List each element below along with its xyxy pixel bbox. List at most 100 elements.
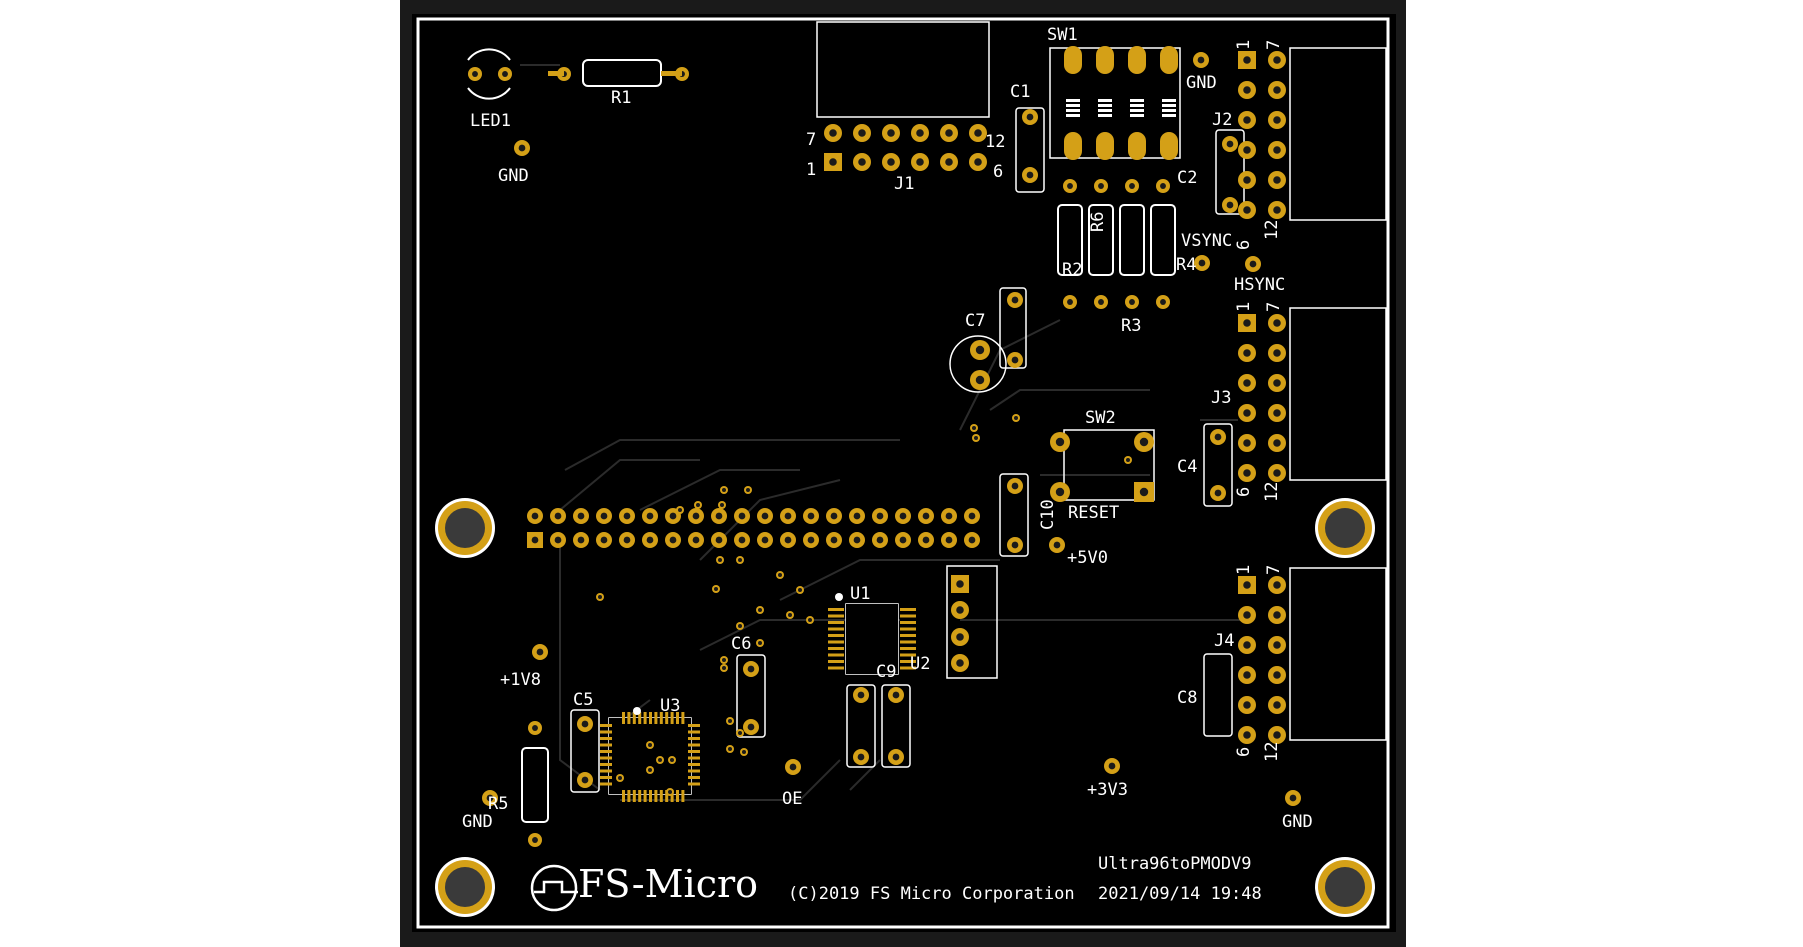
- j3-left-0-hole: [1243, 319, 1251, 327]
- c6-label: C6: [731, 634, 752, 654]
- u1-pin-right-9: [900, 666, 916, 670]
- u1-pin-left-7: [828, 653, 844, 657]
- j5-pin-3-hole: [956, 633, 964, 641]
- c9-pad-2-hole: [857, 753, 865, 761]
- main-header-top-17-hole: [922, 512, 930, 520]
- sw1-switch-line-3-2: [1162, 109, 1176, 112]
- rarray-top-0-hole: [1067, 183, 1073, 189]
- plus1v8-label: +1V8: [500, 670, 541, 690]
- u3-pin-top-6: [654, 712, 658, 724]
- j3-right-2-hole: [1273, 379, 1281, 387]
- via-0-hole: [722, 488, 726, 492]
- c11-pad-2-hole: [892, 753, 900, 761]
- via-5-hole: [598, 595, 602, 599]
- sw2-pad-3-hole: [1055, 487, 1065, 497]
- c7-label: C7: [965, 311, 986, 331]
- mount-hole-bottom-right-hole: [1325, 867, 1365, 907]
- j3-pin7-label: 7: [1264, 301, 1284, 312]
- j2-pin1-label: 1: [1234, 39, 1254, 50]
- via-8-hole: [758, 641, 762, 645]
- u3-pin-top-5: [649, 712, 652, 724]
- via-19-hole: [648, 768, 652, 772]
- sw1-switch-line-1-1: [1098, 104, 1112, 107]
- main-header-bottom-16-hole: [899, 536, 907, 544]
- sw1-switch-line-3-3: [1162, 114, 1176, 117]
- j3-left-4-hole: [1243, 439, 1251, 447]
- u3-pin-bottom-8: [665, 790, 669, 802]
- r1-label: R1: [611, 88, 632, 108]
- sw1-switch-line-3-0: [1162, 99, 1176, 102]
- j4-pin1-label: 1: [1234, 564, 1254, 575]
- u3-pin-right-1: [688, 730, 700, 734]
- u1-body: [846, 604, 898, 674]
- j5-pin-2-hole: [956, 606, 964, 614]
- u1-label: U1: [850, 584, 871, 604]
- main-header-top-7-hole: [692, 512, 700, 520]
- c10-label: C10: [1038, 499, 1058, 530]
- via-3-hole: [720, 503, 724, 507]
- main-header-top-5-hole: [646, 512, 654, 520]
- u1-pin-right-5: [900, 640, 916, 644]
- u3-pin-bottom-1: [627, 790, 631, 802]
- j4-right-4-hole: [1273, 701, 1281, 709]
- u1-pin-left-5: [828, 640, 844, 644]
- via-1-hole: [746, 488, 750, 492]
- j4-pin7-label: 7: [1264, 564, 1284, 575]
- j3-right-3-hole: [1273, 409, 1281, 417]
- u1-pin-right-4: [900, 634, 916, 637]
- sw1-switch-line-1-3: [1098, 114, 1112, 117]
- sw1-pad-bottom-1: [1096, 132, 1114, 160]
- j2-right-2-hole: [1273, 116, 1281, 124]
- u3-pin-left-0: [600, 724, 612, 727]
- u3-pin-bottom-2: [632, 790, 636, 802]
- via-9-hole: [722, 658, 726, 662]
- u3-pin-top-2: [632, 712, 636, 724]
- j1-label: J1: [894, 174, 915, 194]
- u3-pin-left-9: [600, 782, 612, 786]
- c8-label: C8: [1177, 688, 1198, 708]
- gnd-bottom-left-pad-hole: [486, 794, 494, 802]
- sw1-switch-line-1-0: [1098, 99, 1112, 102]
- j5-pin-4-hole: [956, 659, 964, 667]
- timestamp-text: 2021/09/14 19:48: [1098, 884, 1262, 904]
- u1-pin-left-9: [828, 666, 844, 670]
- via-16-hole: [658, 758, 662, 762]
- u3-pin-top-7: [659, 712, 663, 724]
- u3-pin-right-3: [688, 743, 700, 747]
- u3-pin-left-7: [600, 769, 612, 773]
- c10-pad-1-hole: [1011, 482, 1019, 490]
- u3-pin-right-2: [688, 737, 700, 740]
- u1-pin-left-4: [828, 634, 844, 637]
- main-header-bottom-11-hole: [784, 536, 792, 544]
- c1-label: C1: [1010, 82, 1031, 102]
- j1-pin6-label: 6: [993, 162, 1004, 182]
- r1-lead-1: [548, 71, 564, 76]
- j3-left-2-hole: [1243, 379, 1251, 387]
- c1-pad-2-hole: [1026, 171, 1034, 179]
- main-header-bottom-14-hole: [853, 536, 861, 544]
- main-header-top-9-hole: [738, 512, 746, 520]
- j2-right-4-hole: [1273, 176, 1281, 184]
- via-12-hole: [738, 731, 742, 735]
- main-header-top-19-hole: [968, 512, 976, 520]
- j1-pin-top-4-hole: [945, 129, 953, 137]
- c6-pad-1-hole: [747, 665, 755, 673]
- u3-pin-top-8: [665, 712, 669, 724]
- c5-pad-1-hole: [581, 720, 589, 728]
- led1-symbol: [467, 48, 511, 100]
- gnd-bottom-right-label: GND: [1282, 812, 1313, 832]
- led1-label: LED1: [470, 111, 511, 131]
- via-21-hole: [788, 613, 792, 617]
- u3-pin-right-9: [688, 782, 700, 786]
- j2-left-2-hole: [1243, 116, 1251, 124]
- main-header-bottom-3-hole: [600, 536, 608, 544]
- via-24-hole: [758, 608, 762, 612]
- oe-pad-hole: [789, 763, 797, 771]
- via-30-hole: [1014, 416, 1018, 420]
- pcb-pads: [435, 46, 1375, 917]
- r6-label: R6: [1088, 211, 1108, 232]
- rarray-top-1-hole: [1098, 183, 1104, 189]
- j2-right-1-hole: [1273, 86, 1281, 94]
- gnd-top-left-pad-hole: [518, 144, 526, 152]
- u3-pin-top-1: [627, 712, 631, 724]
